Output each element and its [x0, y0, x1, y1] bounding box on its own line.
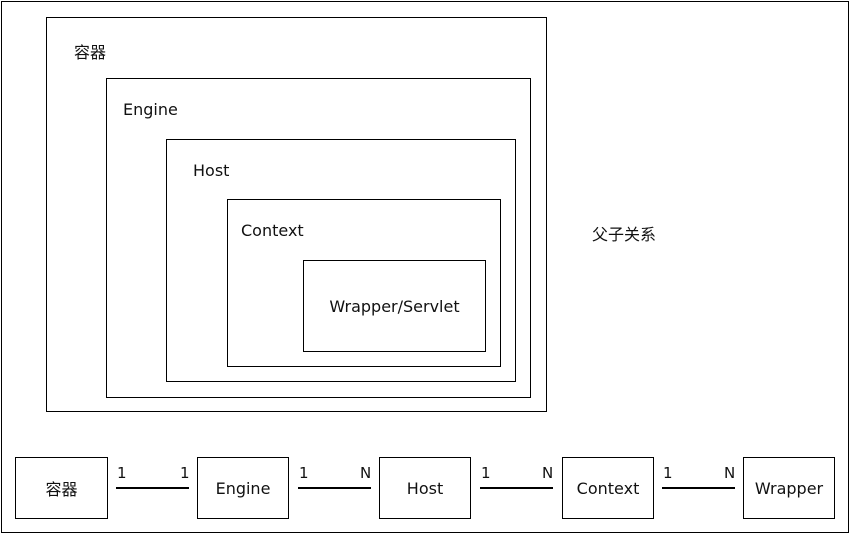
chain-node-container: 容器 — [15, 457, 108, 519]
multiplicity-right: N — [724, 464, 736, 482]
connector-line — [116, 487, 189, 489]
relation-note: 父子关系 — [592, 225, 657, 244]
chain-node-label: 容器 — [45, 480, 78, 499]
chain-node-label: Host — [406, 478, 444, 498]
multiplicity-left: 1 — [117, 464, 127, 482]
engine-label: Engine — [123, 100, 178, 119]
connector-line — [480, 487, 553, 489]
chain-node-context: Context — [562, 457, 654, 519]
multiplicity-right: 1 — [180, 464, 190, 482]
chain-node-host: Host — [379, 457, 471, 519]
container-label: 容器 — [74, 43, 107, 62]
chain-node-label: Wrapper — [754, 478, 824, 498]
chain-node-wrapper: Wrapper — [743, 457, 835, 519]
multiplicity-right: N — [542, 464, 554, 482]
connector-line — [298, 487, 371, 489]
wrapper-servlet-box: Wrapper/Servlet — [303, 260, 486, 352]
multiplicity-left: 1 — [299, 464, 309, 482]
connector-line — [662, 487, 735, 489]
multiplicity-left: 1 — [663, 464, 673, 482]
multiplicity-left: 1 — [481, 464, 491, 482]
chain-node-label: Engine — [215, 478, 271, 498]
wrapper-servlet-label: Wrapper/Servlet — [329, 296, 460, 316]
multiplicity-right: N — [360, 464, 372, 482]
chain-node-label: Context — [576, 478, 640, 498]
chain-node-engine: Engine — [197, 457, 289, 519]
host-label: Host — [193, 161, 230, 180]
context-label: Context — [241, 221, 304, 240]
